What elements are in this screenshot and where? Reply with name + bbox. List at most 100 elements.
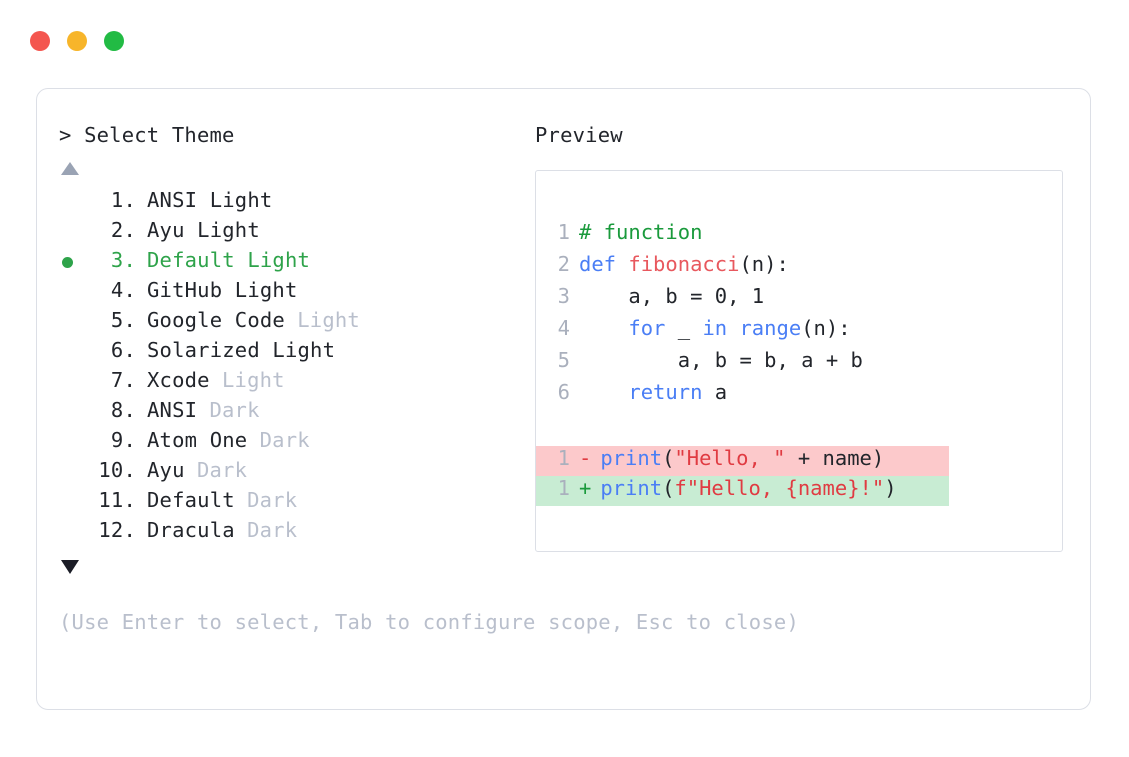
theme-item-mode-tag: Light (222, 367, 285, 392)
code-line: 2 def fibonacci(n): (536, 252, 1062, 284)
window-traffic-lights (30, 31, 124, 51)
code-token-plain (579, 380, 628, 404)
keyboard-hint: (Use Enter to select, Tab to configure s… (59, 609, 799, 634)
theme-item-name: Dracula (147, 517, 235, 542)
theme-list-item[interactable]: 9. Atom One Dark (59, 428, 529, 458)
code-line-content: a, b = 0, 1 (579, 284, 764, 308)
theme-item-name: Ayu (147, 457, 185, 482)
theme-item-number: 11. (98, 487, 136, 512)
theme-item-number: 7. (110, 367, 136, 392)
code-diff-spacer (536, 412, 1062, 446)
code-token-kw: print (600, 475, 663, 500)
code-diff-sign: - (579, 445, 592, 470)
preview-code-box: 1 # function 2 def fibonacci(n): 3 a, b = 0,… (535, 169, 1063, 552)
code-token-plain: ( (662, 475, 675, 500)
code-line-number: 1 (557, 219, 570, 244)
minimize-dot[interactable] (67, 31, 87, 51)
code-line-number: 1 (557, 475, 570, 500)
theme-item-mode-tag: Dark (247, 487, 298, 512)
theme-item-number: 10. (98, 457, 136, 482)
theme-item-name: ANSI Light (147, 187, 273, 212)
code-line-number: 5 (557, 347, 570, 372)
code-token-plain (727, 316, 739, 340)
code-token-kw: range (739, 315, 802, 340)
theme-list-item[interactable]: 1. ANSI Light (59, 188, 529, 218)
code-line-content: a, b = b, a + b (579, 348, 863, 372)
code-token-plain: + name) (785, 445, 885, 470)
theme-item-number: 8. (110, 397, 136, 422)
code-line: 5 a, b = b, a + b (536, 348, 1062, 380)
code-token-plain: (n): (739, 251, 789, 276)
code-token-kw: def (579, 251, 629, 276)
theme-item-number: 9. (110, 427, 136, 452)
code-line-number: 3 (557, 283, 570, 308)
code-token-plain: _ (665, 315, 703, 340)
theme-item-mode-tag: Light (297, 307, 360, 332)
code-line-number: 1 (557, 445, 570, 470)
theme-list-item[interactable]: 11. Default Dark (59, 488, 529, 518)
selection-bullet-cell (59, 257, 88, 268)
theme-picker-card: > Select Theme 1. ANSI Light 2. Ayu Light 3.… (36, 88, 1091, 710)
code-token-plain: a, b = 0, 1 (579, 283, 765, 308)
code-diff-block: 1-print("Hello, " + name)1+print(f"Hello… (536, 445, 1062, 506)
code-token-fn: fibonacci (628, 251, 740, 276)
theme-list-item[interactable]: 4.GitHub Light (59, 278, 529, 308)
maximize-dot[interactable] (104, 31, 124, 51)
code-token-plain: a, b = b, a + b (579, 347, 863, 372)
code-line: 3 a, b = 0, 1 (536, 284, 1062, 316)
code-token-kw: return (628, 379, 703, 404)
theme-item-mode-tag: Dark (259, 427, 310, 452)
code-line: 1 # function (536, 220, 1062, 252)
theme-item-name: Default (147, 487, 235, 512)
theme-list-item[interactable]: 6.Solarized Light (59, 338, 529, 368)
preview-pane: Preview 1 # function 2 def fibonacci(n): 3 a… (535, 125, 1065, 552)
theme-item-number: 1. (110, 187, 136, 212)
code-token-str: "Hello, " (674, 445, 786, 470)
code-diff-line-minus: 1-print("Hello, " + name) (536, 445, 949, 476)
code-line-content: # function (579, 220, 702, 244)
theme-list-pane: > Select Theme 1. ANSI Light 2. Ayu Light 3.… (59, 123, 799, 634)
theme-item-name: Xcode (147, 367, 210, 392)
code-diff-sign: + (579, 475, 592, 500)
code-token-plain: ) (884, 475, 897, 500)
code-token-kw: in (702, 315, 728, 340)
triangle-up-icon[interactable] (61, 161, 79, 175)
preview-title: Preview (535, 123, 623, 147)
code-line-content: def fibonacci(n): (579, 252, 789, 276)
code-diff-content: print("Hello, " + name) (600, 446, 884, 470)
code-token-str: f"Hello, {name}!" (674, 475, 885, 500)
code-token-plain (579, 316, 628, 340)
code-block: 1 # function 2 def fibonacci(n): 3 a, b = 0,… (536, 220, 1062, 412)
code-line-number: 2 (557, 251, 570, 276)
theme-list-item[interactable]: 2. Ayu Light (59, 218, 529, 248)
theme-item-mode-tag: Dark (209, 397, 260, 422)
theme-item-name: GitHub Light (147, 277, 298, 302)
theme-item-number: 5. (110, 307, 136, 332)
theme-item-number: 2. (110, 217, 136, 242)
triangle-down-icon[interactable] (61, 559, 79, 574)
theme-list-item[interactable]: 3.Default Light (59, 248, 529, 278)
code-line: 4 for _ in range(n): (536, 316, 1062, 348)
theme-item-name: Default Light (147, 247, 311, 272)
theme-item-name: Atom One (147, 427, 248, 452)
code-token-comment: # function (579, 219, 703, 244)
theme-list-item[interactable]: 7. Xcode Light (59, 368, 529, 398)
prompt-label: > Select Theme (59, 123, 235, 147)
code-token-plain: ( (662, 445, 675, 470)
theme-item-name: Ayu Light (147, 217, 260, 242)
code-line-number: 4 (557, 315, 570, 340)
close-dot[interactable] (30, 31, 50, 51)
code-diff-content: print(f"Hello, {name}!") (600, 476, 896, 500)
code-diff-line-plus: 1 + print(f"Hello, {name}!") (536, 475, 949, 506)
theme-item-name: Solarized Light (147, 337, 336, 362)
code-line: 6 return a (536, 380, 1062, 412)
code-line-content: return a (579, 380, 727, 404)
code-token-kw: for (628, 315, 666, 340)
code-line-content: for _ in range(n): (579, 315, 850, 340)
theme-item-mode-tag: Dark (247, 517, 298, 542)
